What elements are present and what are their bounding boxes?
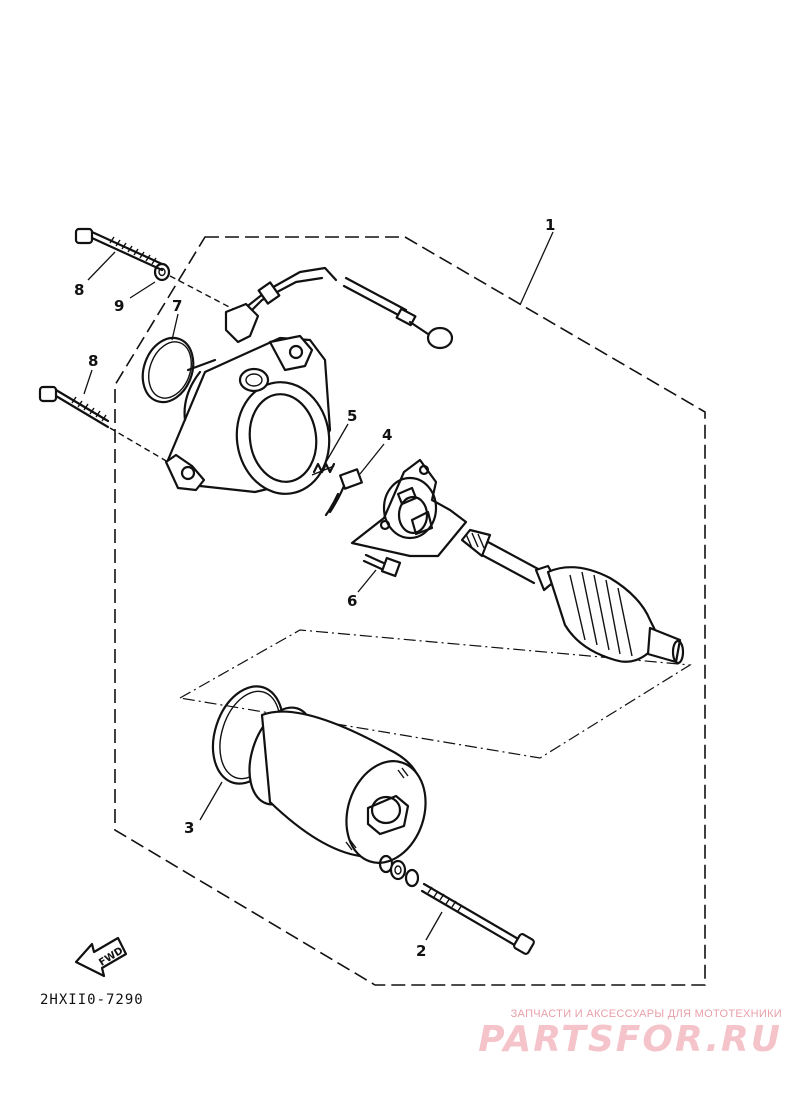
callout-6-leader — [357, 569, 377, 593]
callout-4: 4 — [382, 426, 392, 444]
watermark-tagline: ЗАПЧАСТИ И АКСЕССУАРЫ ДЛЯ МОТОТЕХНИКИ — [510, 1008, 782, 1020]
callout-6: 6 — [347, 592, 357, 610]
callout-7: 7 — [172, 297, 182, 315]
spring-5 — [311, 462, 336, 476]
armature — [460, 528, 685, 665]
callout-8-mid: 8 — [88, 352, 98, 370]
screw-6 — [362, 553, 402, 578]
callout-9: 9 — [114, 297, 124, 315]
fwd-arrow-icon: FWD — [74, 936, 128, 978]
brush-holder-plate — [350, 458, 468, 558]
assembly-boundary-dashed — [114, 236, 706, 986]
washer-9 — [153, 262, 171, 282]
callout-3-leader — [199, 781, 223, 821]
yoke-motor-body — [248, 706, 427, 864]
watermark-brand-logo: PARTSFOR.RU — [478, 1019, 782, 1060]
bolt-8-mid-axis — [109, 427, 169, 463]
drawing-code: 2HXII0-7290 — [40, 992, 144, 1008]
callout-1: 1 — [545, 216, 555, 234]
front-cover-housing — [164, 334, 332, 495]
callout-1-leader — [519, 231, 554, 306]
callout-5-leader — [325, 423, 349, 463]
bolt-2 — [420, 882, 535, 955]
bolt-axis-line — [169, 275, 236, 311]
callout-4-leader — [359, 443, 385, 475]
callout-8-top: 8 — [74, 281, 84, 299]
brush-4 — [324, 468, 363, 517]
callout-8-top-leader — [87, 251, 116, 281]
bolt-8-mid — [38, 385, 110, 429]
terminal-lead — [224, 266, 454, 350]
callout-3: 3 — [184, 819, 194, 837]
washers-bolt-2 — [378, 854, 420, 888]
bolt-8-top — [74, 227, 164, 272]
o-ring-7 — [141, 336, 195, 404]
callout-9-leader — [129, 281, 156, 299]
yoke-plane-outline — [178, 629, 692, 759]
callout-8-mid-leader — [83, 369, 93, 395]
callout-2: 2 — [416, 942, 426, 960]
callout-5: 5 — [347, 407, 357, 425]
site-watermark: ЗАПЧАСТИ И АКСЕССУАРЫ ДЛЯ МОТОТЕХНИКИ PA… — [462, 1008, 782, 1060]
callout-2-leader — [425, 911, 443, 941]
callout-7-leader — [171, 313, 179, 341]
